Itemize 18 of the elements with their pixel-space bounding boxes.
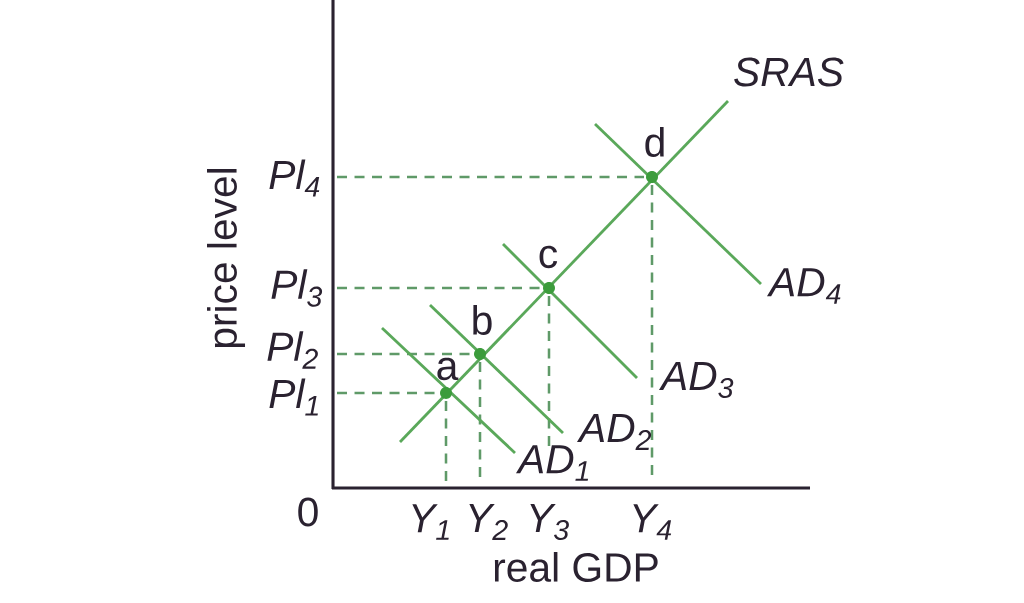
curve-label: AD$_{3}$ <box>659 361 734 399</box>
tick-label: Y$_{4}$ <box>633 504 672 540</box>
axis-title: real GDP <box>494 552 658 582</box>
point-label: b <box>473 305 492 335</box>
tick-label: 0 <box>298 497 318 527</box>
point-label: d <box>645 127 664 157</box>
curve-label: AD$_{4}$ <box>767 268 841 304</box>
tick-label: Y$_{3}$ <box>530 503 569 541</box>
tick-label: Pl$_{1}$ <box>269 378 318 416</box>
tick-label: Pl$_{4}$ <box>269 159 320 197</box>
tick-label: Y$_{2}$ <box>469 504 508 540</box>
tick-label: Y$_{1}$ <box>412 504 449 540</box>
axis-title: price level <box>207 169 245 348</box>
tick-label: Pl$_{2}$ <box>267 331 318 369</box>
curve-label: SRAS <box>734 57 844 87</box>
point-label: a <box>437 357 459 381</box>
tick-label: Pl$_{3}$ <box>271 269 323 307</box>
point-label: c <box>539 245 558 269</box>
